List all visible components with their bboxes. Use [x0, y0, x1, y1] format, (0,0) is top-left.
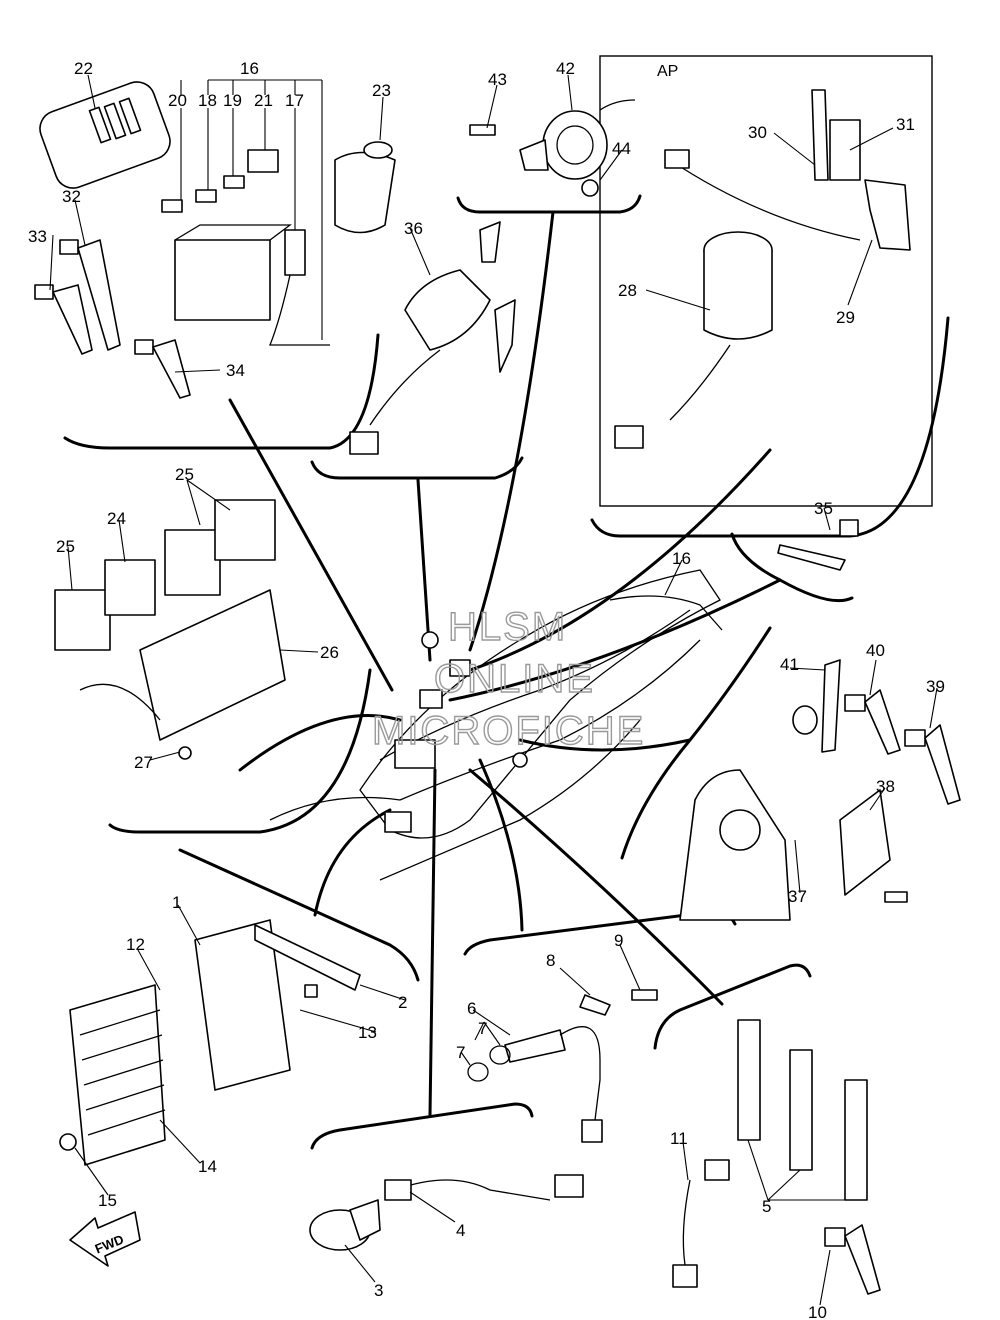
watermark-line-3: MICROFICHE — [372, 709, 645, 753]
part-37-bracket — [679, 769, 908, 921]
callout-numbers: 1 2 3 4 5 6 7 7 8 9 10 11 12 13 14 15 16… — [28, 59, 945, 1320]
part-26-plate — [79, 589, 286, 760]
part-36-ignition-switch — [349, 221, 516, 455]
callout-3: 3 — [374, 1281, 383, 1300]
callout-18: 18 — [198, 91, 217, 110]
watermark: HLSM ONLINE MICROFICHE — [371, 604, 645, 753]
callout-26: 26 — [320, 643, 339, 662]
fwd-arrow-icon — [69, 1211, 141, 1267]
callout-6: 6 — [467, 999, 476, 1018]
callout-20: 20 — [168, 91, 187, 110]
parts — [34, 81, 961, 1295]
callout-15: 15 — [98, 1191, 117, 1210]
callout-38: 38 — [876, 777, 895, 796]
callout-25a: 25 — [175, 465, 194, 484]
watermark-line-1: HLSM — [448, 605, 567, 649]
callout-10: 10 — [808, 1303, 827, 1320]
part-32-33-34-bands — [34, 239, 191, 399]
part-16-fuse-box — [161, 149, 330, 346]
callout-7b: 7 — [456, 1043, 465, 1062]
part-5-ignition-coils — [672, 1019, 881, 1295]
callout-1: 1 — [172, 893, 181, 912]
callout-29: 29 — [836, 308, 855, 327]
callout-25b: 25 — [56, 537, 75, 556]
callout-31: 31 — [896, 115, 915, 134]
part-24-25-relays — [54, 499, 276, 651]
callout-43: 43 — [488, 70, 507, 89]
callout-8: 8 — [546, 951, 555, 970]
leader-lines — [228, 210, 782, 1117]
callout-16a: 16 — [240, 59, 259, 78]
callout-16b: 16 — [672, 549, 691, 568]
callout-21: 21 — [254, 91, 273, 110]
part-1-ecu — [194, 919, 361, 1091]
callout-37: 37 — [788, 887, 807, 906]
callout-17: 17 — [285, 91, 304, 110]
callout-22: 22 — [74, 59, 93, 78]
part-39-40-41-bands — [792, 659, 961, 805]
callout-30: 30 — [748, 123, 767, 142]
callout-41: 41 — [780, 655, 799, 674]
part-22-switch-plate — [39, 81, 171, 189]
part-3-pressure-switch — [309, 1174, 584, 1251]
callout-23: 23 — [372, 81, 391, 100]
callout-14: 14 — [198, 1157, 217, 1176]
callout-40: 40 — [866, 641, 885, 660]
part-14-rectifier — [59, 984, 166, 1166]
watermark-line-2: ONLINE — [434, 657, 595, 701]
group-label-ap: AP — [657, 63, 678, 80]
part-30-31-band-tape — [811, 89, 861, 181]
callout-44: 44 — [612, 139, 631, 158]
callout-24: 24 — [107, 509, 126, 528]
group-frames — [63, 55, 950, 1150]
callout-2: 2 — [398, 993, 407, 1012]
callout-36: 36 — [404, 219, 423, 238]
callout-19: 19 — [223, 91, 242, 110]
callout-leaders — [49, 74, 938, 1306]
callout-28: 28 — [618, 281, 637, 300]
hull-illustration — [269, 569, 723, 881]
part-29-bracket — [664, 149, 911, 251]
callout-4: 4 — [456, 1221, 465, 1240]
part-23-capacitor — [334, 141, 396, 234]
callout-32: 32 — [62, 187, 81, 206]
callout-34: 34 — [226, 361, 245, 380]
callout-35: 35 — [814, 499, 833, 518]
callout-13: 13 — [358, 1023, 377, 1042]
part-42-meter — [469, 99, 636, 197]
part-6-sensor — [467, 989, 658, 1143]
part-35-band — [777, 519, 859, 571]
part-28-socket — [614, 231, 773, 449]
callout-27: 27 — [134, 753, 153, 772]
callout-42: 42 — [556, 59, 575, 78]
callout-33: 33 — [28, 227, 47, 246]
callout-12: 12 — [126, 935, 145, 954]
callout-9: 9 — [614, 931, 623, 950]
callout-11: 11 — [670, 1129, 688, 1148]
callout-5: 5 — [762, 1197, 771, 1216]
callout-7a: 7 — [478, 1019, 487, 1038]
callout-39: 39 — [926, 677, 945, 696]
